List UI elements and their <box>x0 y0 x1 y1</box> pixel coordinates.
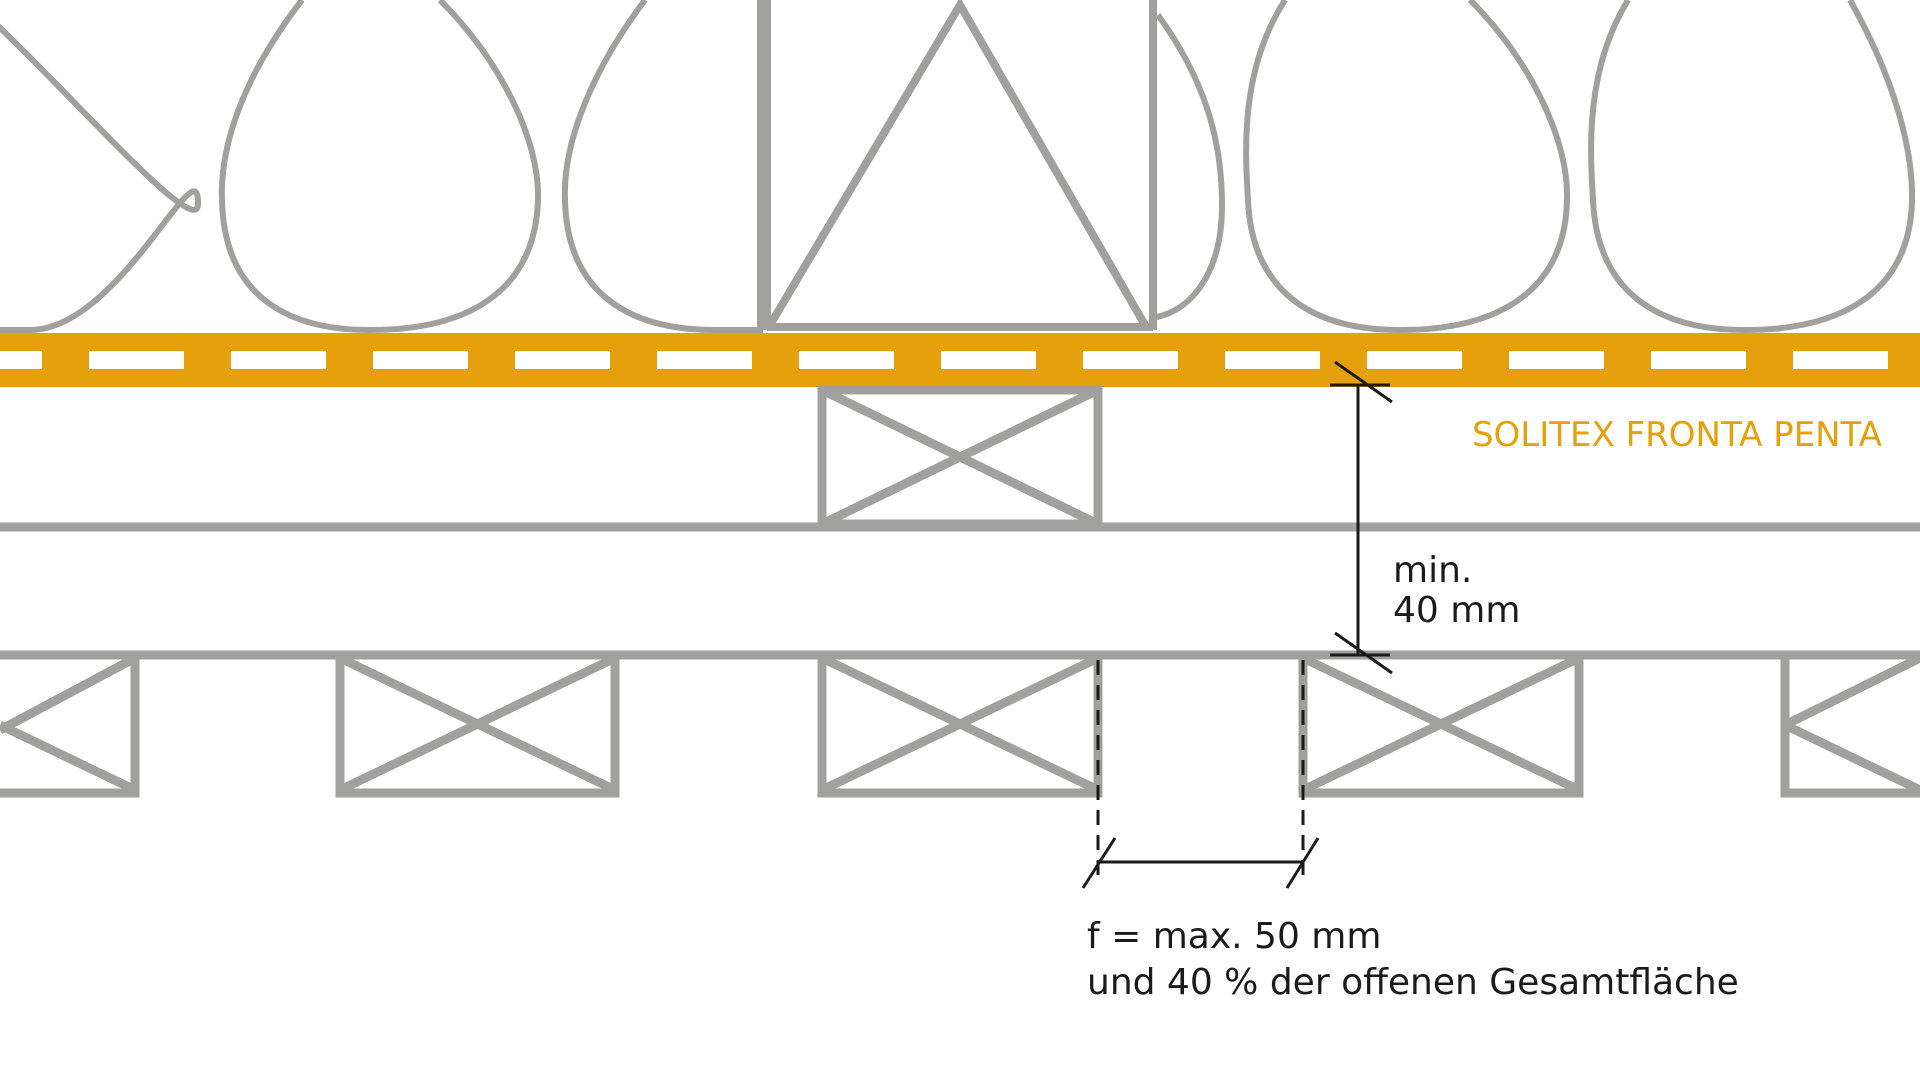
insulation-blob <box>1149 13 1226 321</box>
gap-label-line1: min. <box>1393 550 1472 591</box>
batten-cross-section <box>1780 650 1920 798</box>
opening-label-line2: und 40 % der offenen Gesamtfläche <box>1087 962 1739 1003</box>
opening-dimension <box>1081 660 1320 889</box>
gap-label-line2: 40 mm <box>1393 590 1520 631</box>
insulation-blob <box>1243 0 1571 334</box>
batten-layer-upper <box>0 385 1920 532</box>
batten-cross-section <box>335 650 620 798</box>
membrane-label: SOLITEX FRONTA PENTA <box>1472 415 1882 455</box>
insulation-blob <box>561 0 763 333</box>
insulation-blob <box>1588 0 1916 334</box>
insulation-blob <box>0 23 202 333</box>
insulation-blob <box>218 0 542 334</box>
stud-element <box>763 0 1157 331</box>
gap-dimension <box>1330 360 1393 675</box>
opening-label-line1: f = max. 50 mm <box>1087 916 1381 957</box>
batten-layer-lower <box>0 650 1920 798</box>
membrane-band <box>0 333 1920 387</box>
insulation-layer <box>0 0 1916 334</box>
batten-cross-section <box>0 650 140 798</box>
